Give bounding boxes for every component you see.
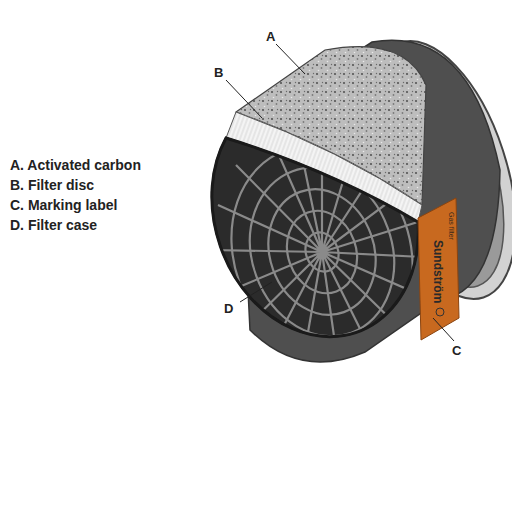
callout-letter: D [224, 302, 233, 315]
callout-letter: B [214, 66, 223, 79]
face-rim [212, 138, 418, 337]
legend-item: D. Filter case [10, 218, 97, 232]
leader-line [240, 282, 272, 302]
legend-item: C. Marking label [10, 198, 117, 212]
leader-line [433, 318, 454, 341]
legend-item: A. Activated carbon [10, 158, 141, 172]
callout-letter: C [452, 344, 461, 357]
grid-ring [202, 120, 441, 383]
label-logo [436, 308, 444, 316]
grid-pattern [202, 120, 442, 384]
leader-line [276, 44, 305, 74]
legend-item: B. Filter disc [10, 178, 94, 192]
callout-letter: A [266, 30, 275, 43]
leader-line [226, 80, 262, 118]
label-text: Gas filter [448, 212, 455, 240]
marking-label [418, 198, 459, 340]
brand-text: Sundström [432, 240, 444, 303]
grid-spokes [212, 120, 442, 378]
